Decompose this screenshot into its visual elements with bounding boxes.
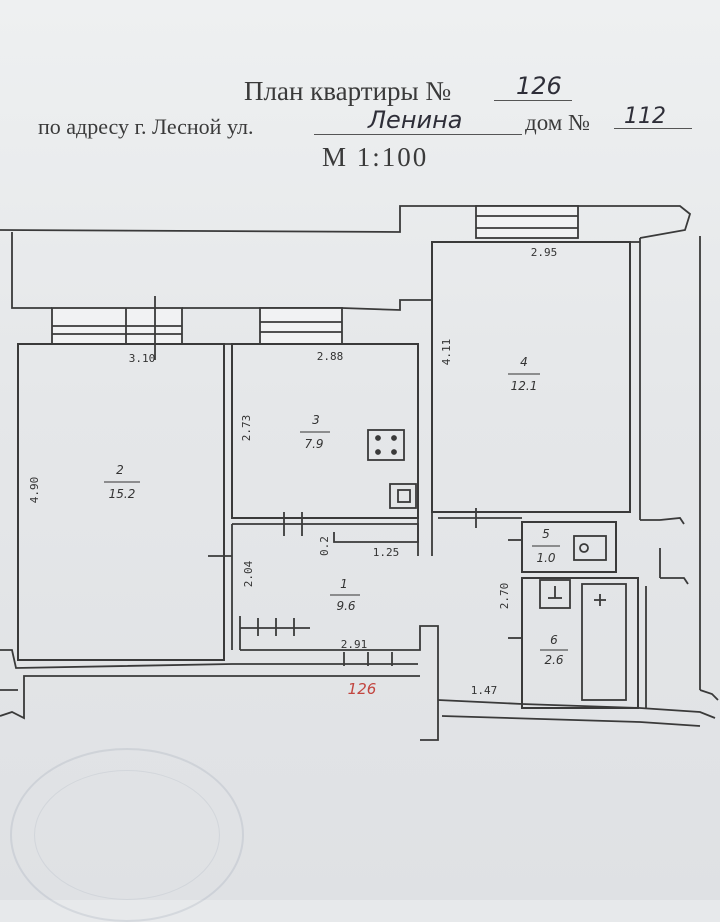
room-3-number: 3 [312, 413, 320, 427]
house-label: дом № [525, 110, 591, 135]
room-3-walls [231, 343, 419, 519]
dim-room4-height: 4.11 [440, 339, 453, 366]
room-1-area: 9.6 [336, 599, 355, 613]
dim-hall-height: 2.04 [242, 560, 255, 587]
title-label: План квартиры № [244, 76, 452, 106]
dim-hall-width-bottom: 2.91 [341, 638, 368, 651]
hall-walls [232, 523, 419, 543]
toilet-icon [573, 535, 607, 561]
scale-label: М 1:100 [322, 142, 429, 172]
outer-wall-bottom [0, 649, 418, 669]
room-2-walls [17, 343, 225, 661]
room-5-walls [521, 521, 617, 573]
address-label: по адресу г. Лесной ул. [38, 114, 254, 139]
house-number: 112 [624, 104, 666, 129]
room-4-area: 12.1 [511, 379, 538, 393]
window-room3 [259, 307, 343, 345]
room-3-area: 7.9 [304, 437, 323, 451]
room-2-area: 15.2 [109, 487, 136, 501]
outer-wall-left [11, 232, 52, 309]
dim-room4-width: 2.95 [531, 246, 558, 259]
street-underline [314, 134, 522, 135]
room-5-number: 5 [542, 527, 550, 541]
dim-room2-width: 3.10 [129, 352, 156, 365]
window-room4 [475, 205, 579, 239]
dim-wet-height: 2.70 [498, 583, 511, 610]
stove-icon [367, 429, 405, 461]
street-name: Ленина [368, 106, 463, 134]
corridor-wall-lower [182, 299, 432, 311]
outer-wall-top [0, 205, 692, 239]
room-4-number: 4 [520, 355, 528, 369]
sink-icon [389, 483, 417, 509]
apartment-number: 126 [516, 72, 562, 100]
dim-room3-height: 2.73 [240, 415, 253, 442]
room-2-number: 2 [116, 463, 124, 477]
floor-plan: 2 15.2 3 7.9 4 12.1 1 9.6 5 1.0 6 2.6 3.… [0, 205, 719, 741]
dim-hall-width-top: 1.25 [373, 546, 400, 559]
apartment-number-underline [494, 100, 572, 101]
house-number-underline [614, 128, 692, 129]
bathtub-icon [581, 583, 627, 701]
room-6-area: 2.6 [544, 653, 563, 667]
dim-room2-height: 4.90 [28, 477, 41, 504]
room-6-walls [521, 577, 639, 709]
washbasin-icon [539, 579, 571, 609]
dim-corridor-width: 1.47 [471, 684, 498, 697]
room-1-number: 1 [340, 577, 348, 591]
dim-hall-wall: 0.2 [318, 536, 331, 556]
room-5-area: 1.0 [536, 551, 555, 565]
red-apartment-note: 126 [348, 680, 377, 698]
room-6-number: 6 [550, 633, 558, 647]
room-4-walls [431, 241, 631, 513]
dim-room3-width: 2.88 [317, 350, 344, 363]
